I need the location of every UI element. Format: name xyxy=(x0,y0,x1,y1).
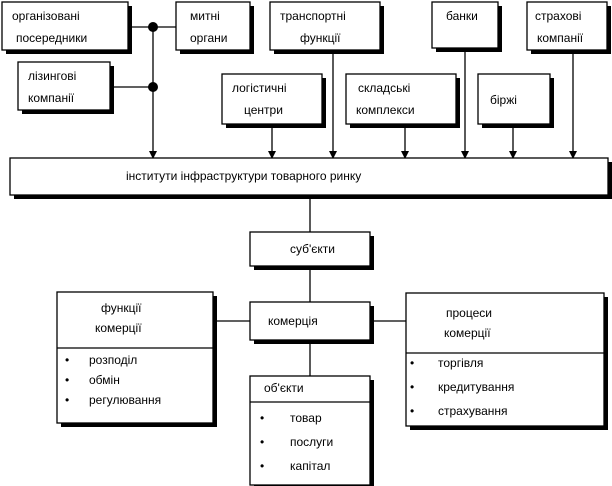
functions-item: регулювання xyxy=(89,393,161,407)
processes-item: торгівля xyxy=(438,356,483,370)
subjects-box: суб'єкти xyxy=(249,231,374,270)
customs-box: митні органи xyxy=(175,1,254,54)
insurance-box: страхові компанії xyxy=(526,1,611,54)
banks-box: банки xyxy=(431,1,502,52)
objects-title: об'єкти xyxy=(264,381,304,395)
bullet-icon: • xyxy=(65,393,69,407)
intermediaries-label: організовані xyxy=(12,9,80,23)
bullet-icon: • xyxy=(260,459,264,473)
processes-item: страхування xyxy=(438,404,508,418)
warehouses-label: комплекси xyxy=(356,103,415,117)
exchanges-box: біржі xyxy=(477,73,554,128)
objects-item: капітал xyxy=(290,459,330,473)
warehouses-label: складські xyxy=(358,81,410,95)
leasing-box: лізингові компанії xyxy=(17,61,114,114)
commerce-label: комерція xyxy=(268,314,318,328)
transport-label: транспортні xyxy=(280,9,346,23)
logistics-box: логістичні центри xyxy=(221,73,326,128)
processes-item: кредитування xyxy=(438,380,514,394)
connectors xyxy=(110,22,577,376)
functions-title: комерції xyxy=(95,321,142,335)
warehouses-box: складські комплекси xyxy=(345,73,460,128)
leasing-label: лізингові xyxy=(28,69,76,83)
commerce-box: комерція xyxy=(249,301,374,344)
customs-label: органи xyxy=(190,31,227,45)
intermediaries-box: організовані посередники xyxy=(1,1,132,54)
intermediaries-label: посередники xyxy=(16,31,87,45)
bullet-icon: • xyxy=(260,435,264,449)
customs-label: митні xyxy=(190,9,220,23)
bullet-icon: • xyxy=(410,404,414,418)
transport-box: транспортні функції xyxy=(269,1,384,54)
bullet-icon: • xyxy=(410,356,414,370)
bullet-icon: • xyxy=(65,353,69,367)
insurance-label: компанії xyxy=(537,31,584,45)
banks-label: банки xyxy=(446,9,478,23)
functions-item: обмін xyxy=(89,373,120,387)
bullet-icon: • xyxy=(260,411,264,425)
transport-label: функції xyxy=(300,31,341,45)
processes-panel: процеси комерції • торгівля • кредитування • ст… xyxy=(405,292,608,430)
bullet-icon: • xyxy=(65,373,69,387)
logistics-label: центри xyxy=(244,103,283,117)
processes-title: комерції xyxy=(444,326,491,340)
processes-title: процеси xyxy=(446,306,492,320)
insurance-label: страхові xyxy=(535,9,581,23)
objects-panel: об'єкти • товар • послуги • капітал xyxy=(249,375,374,486)
leasing-label: компанії xyxy=(28,91,75,105)
objects-item: послуги xyxy=(290,435,333,449)
bullet-icon: • xyxy=(410,380,414,394)
institutes-box: інститути інфраструктури товарного ринку xyxy=(9,157,612,199)
subjects-label: суб'єкти xyxy=(290,242,335,256)
exchanges-label: біржі xyxy=(490,93,517,107)
functions-item: розподіл xyxy=(89,353,137,367)
objects-item: товар xyxy=(290,411,322,425)
institutes-label: інститути інфраструктури товарного ринку xyxy=(126,169,361,183)
functions-panel: функції комерції • розподіл • обмін • регулюван… xyxy=(56,291,217,427)
functions-title: функції xyxy=(101,301,142,315)
logistics-label: логістичні xyxy=(232,81,287,95)
